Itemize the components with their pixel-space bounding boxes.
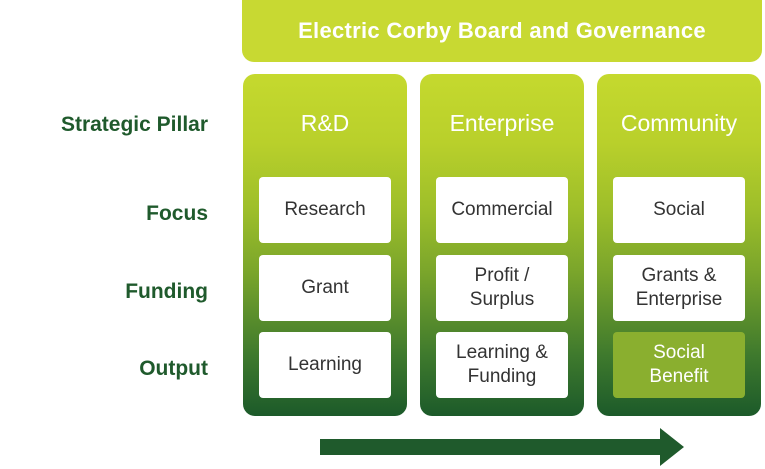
funding-cell: Grant bbox=[259, 255, 391, 321]
output-cell-highlighted: Social Benefit bbox=[613, 332, 745, 398]
arrow-shape bbox=[320, 428, 684, 466]
pillar-column-community: Community Social Grants & Enterprise Soc… bbox=[597, 74, 761, 416]
pillar-title: R&D bbox=[300, 110, 350, 136]
governance-header: Electric Corby Board and Governance bbox=[242, 0, 762, 62]
pillar-title: Enterprise bbox=[449, 110, 555, 136]
governance-title: Electric Corby Board and Governance bbox=[298, 18, 706, 43]
row-label-focus: Focus bbox=[146, 202, 208, 225]
output-cell: Learning & Funding bbox=[436, 332, 568, 398]
pillar-column-enterprise: Enterprise Commercial Profit / Surplus L… bbox=[420, 74, 584, 416]
focus-cell: Commercial bbox=[436, 177, 568, 243]
pillar-title: Community bbox=[620, 110, 738, 136]
row-label-strategic-pillar: Strategic Pillar bbox=[60, 113, 208, 136]
row-label-output: Output bbox=[139, 357, 208, 380]
focus-cell: Research bbox=[259, 177, 391, 243]
focus-cell: Social bbox=[613, 177, 745, 243]
funding-cell: Grants & Enterprise bbox=[613, 255, 745, 321]
output-cell: Learning bbox=[259, 332, 391, 398]
row-label-funding: Funding bbox=[125, 280, 208, 303]
pillar-column-rnd: R&D Research Grant Learning bbox=[243, 74, 407, 416]
funding-cell: Profit / Surplus bbox=[436, 255, 568, 321]
progression-arrow-icon bbox=[320, 428, 684, 466]
